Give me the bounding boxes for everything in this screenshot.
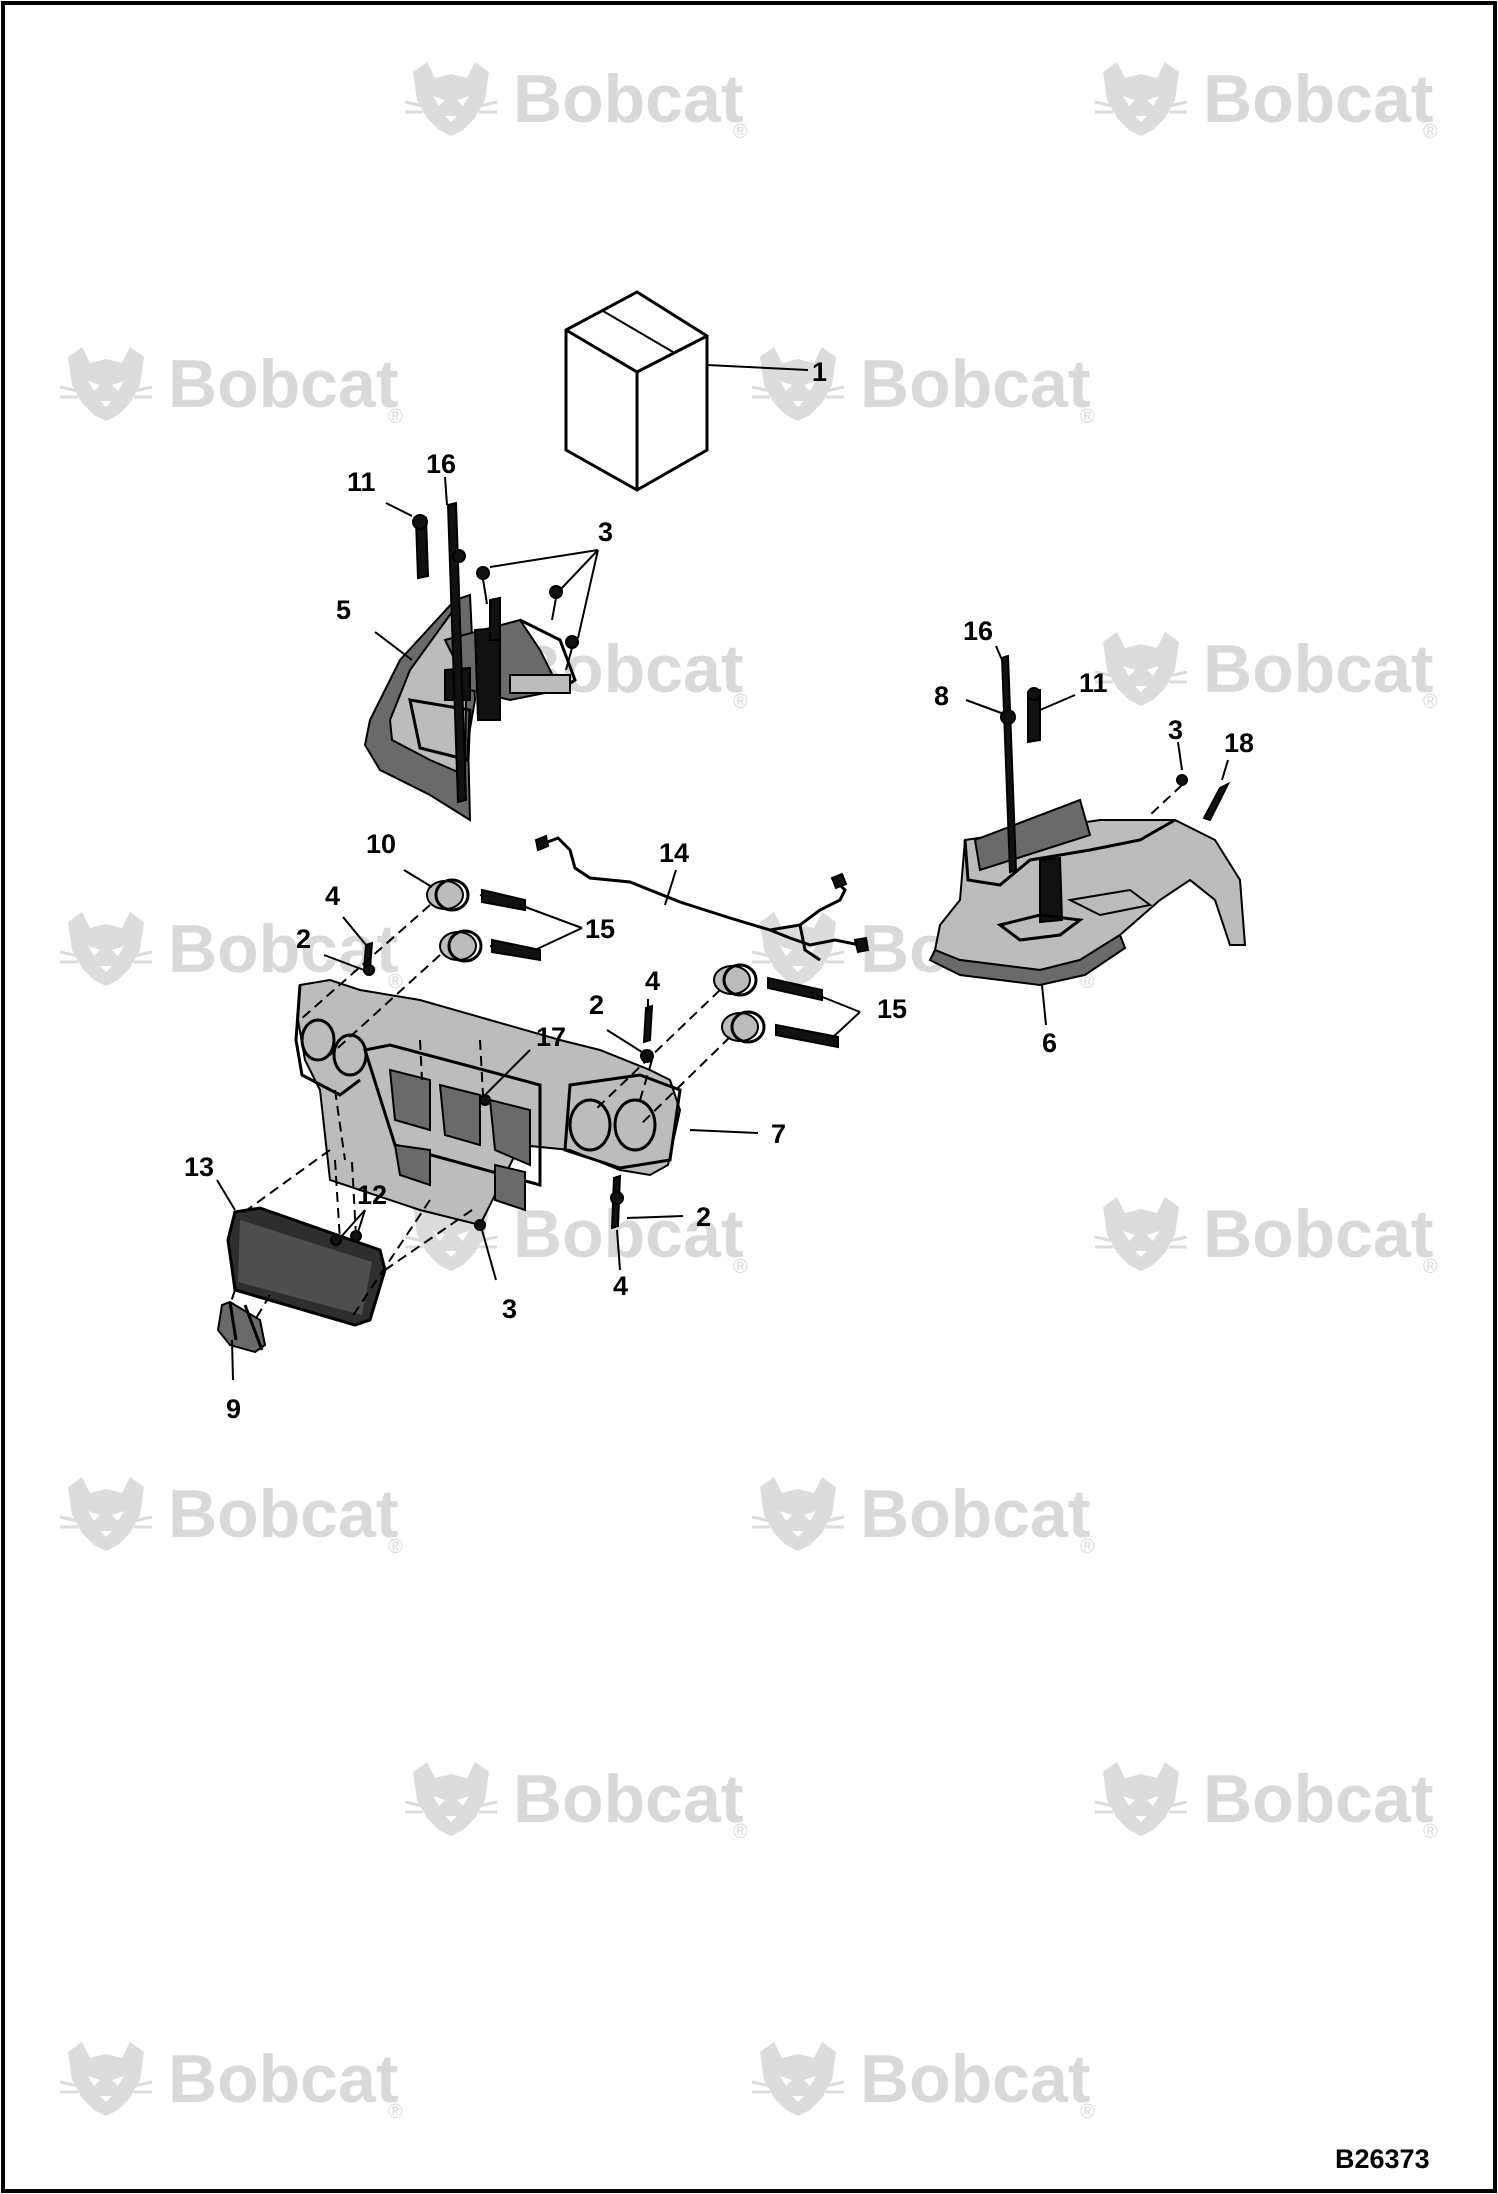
callout-3: 3: [598, 517, 613, 547]
watermark-text: Bobcat: [168, 1476, 398, 1552]
bobcat-head-icon: [750, 345, 846, 423]
callout-10: 10: [366, 829, 396, 859]
part-11-bolt-right: [1027, 687, 1041, 744]
watermark-text: Bobcat: [168, 2041, 398, 2117]
callout-15: 15: [877, 994, 907, 1024]
bobcat-head-icon: [403, 60, 499, 138]
watermark-text: Bobcat: [860, 2041, 1090, 2117]
part-13-grille-screen: [226, 1206, 387, 1327]
callout-labels: 1 16 11 3 5 16 8 11 3 18 10 14 4 2 15 4 …: [184, 357, 1254, 1424]
callout-7: 7: [771, 1119, 786, 1149]
bobcat-head-icon: [58, 1475, 154, 1553]
callout-4: 4: [613, 1271, 628, 1301]
watermark-text: Bobcat: [860, 346, 1090, 422]
svg-text:®: ®: [733, 121, 748, 143]
bobcat-head-icon: [750, 2040, 846, 2118]
bobcat-head-icon: [1093, 60, 1189, 138]
callout-2: 2: [696, 1202, 711, 1232]
svg-text:®: ®: [1423, 1256, 1438, 1278]
callout-16: 16: [426, 449, 456, 479]
part-16-rod-left: [446, 501, 468, 804]
svg-text:®: ®: [388, 1536, 403, 1558]
part-3-screws-left: [476, 566, 579, 671]
svg-text:®: ®: [1080, 971, 1095, 993]
callout-13: 13: [184, 1152, 214, 1182]
part-6-right-fender: [928, 798, 1247, 987]
watermark-text: Bobcat: [513, 1196, 743, 1272]
part-18-screw: [1202, 781, 1231, 822]
watermark-text: Bobcat: [168, 911, 398, 987]
watermark-text: Bobcat: [1203, 1196, 1433, 1272]
part-5-left-fender: [363, 593, 577, 822]
part-17-bracket: [479, 1094, 491, 1106]
bobcat-head-icon: [1093, 630, 1189, 708]
callout-9: 9: [226, 1394, 241, 1424]
callout-17: 17: [536, 1022, 566, 1052]
svg-text:®: ®: [1423, 121, 1438, 143]
callout-16: 16: [963, 616, 993, 646]
part-10-work-lights-left: [426, 878, 483, 963]
svg-text:®: ®: [733, 1256, 748, 1278]
part-3-screw-right: [1149, 774, 1188, 816]
figure-code: B26373: [1335, 2144, 1430, 2174]
bobcat-head-icon: [58, 2040, 154, 2118]
svg-text:®: ®: [1080, 2101, 1095, 2123]
callout-11: 11: [347, 467, 376, 497]
callout-1: 1: [812, 357, 827, 387]
watermark-text: Bobcat: [860, 1476, 1090, 1552]
svg-text:®: ®: [1423, 691, 1438, 713]
watermark-text: Bobcat: [1203, 631, 1433, 707]
bobcat-head-icon: [1093, 1195, 1189, 1273]
part-15-bolts-right: [767, 976, 839, 1049]
part-15-bolts-left: [479, 888, 541, 962]
bobcat-head-icon: [750, 910, 846, 988]
callout-6: 6: [1042, 1028, 1057, 1058]
callout-12: 12: [357, 1180, 387, 1210]
callout-5: 5: [336, 595, 351, 625]
svg-text:®: ®: [1423, 1821, 1438, 1843]
part-11-bolt-left: [412, 514, 430, 580]
svg-text:®: ®: [388, 971, 403, 993]
svg-text:®: ®: [1080, 406, 1095, 428]
watermark-text: Bobcat: [513, 61, 743, 137]
part-10-work-lights-right: [713, 963, 766, 1044]
part-14-wiring-harness: [534, 834, 870, 962]
callout-3: 3: [1168, 715, 1183, 745]
callout-11: 11: [1079, 668, 1108, 698]
explosion-lines: [229, 904, 731, 1321]
svg-text:®: ®: [733, 1821, 748, 1843]
watermark-layer: Bobcat® Bobcat® Bobcat® Bobcat® Bobcat® …: [58, 60, 1438, 2123]
svg-text:®: ®: [733, 691, 748, 713]
callout-15: 15: [585, 914, 615, 944]
watermark-text: Bobcat: [1203, 1761, 1433, 1837]
svg-text:®: ®: [388, 406, 403, 428]
bobcat-head-icon: [58, 910, 154, 988]
svg-text:®: ®: [1080, 1536, 1095, 1558]
bobcat-head-icon: [1093, 1760, 1189, 1838]
bobcat-head-icon: [58, 345, 154, 423]
callout-4: 4: [325, 881, 340, 911]
callout-2: 2: [296, 924, 311, 954]
part-1-kit-box: [564, 290, 709, 492]
watermark-text: Bobcat: [513, 1761, 743, 1837]
callout-4: 4: [645, 966, 660, 996]
watermark-text: Bobcat: [513, 631, 743, 707]
callout-2: 2: [589, 990, 604, 1020]
watermark-text: Bobcat: [1203, 61, 1433, 137]
part-8-nut: [1000, 709, 1016, 725]
callout-3: 3: [502, 1294, 517, 1324]
callout-18: 18: [1224, 728, 1254, 758]
part-9-mount: [216, 1300, 267, 1354]
part-12-clips: [330, 1159, 362, 1246]
bobcat-head-icon: [750, 1475, 846, 1553]
svg-text:®: ®: [388, 2101, 403, 2123]
watermark-text: Bobcat: [168, 346, 398, 422]
leader-lines: [216, 364, 1229, 1381]
callout-14: 14: [659, 838, 689, 868]
callout-8: 8: [934, 681, 949, 711]
bobcat-head-icon: [403, 1760, 499, 1838]
